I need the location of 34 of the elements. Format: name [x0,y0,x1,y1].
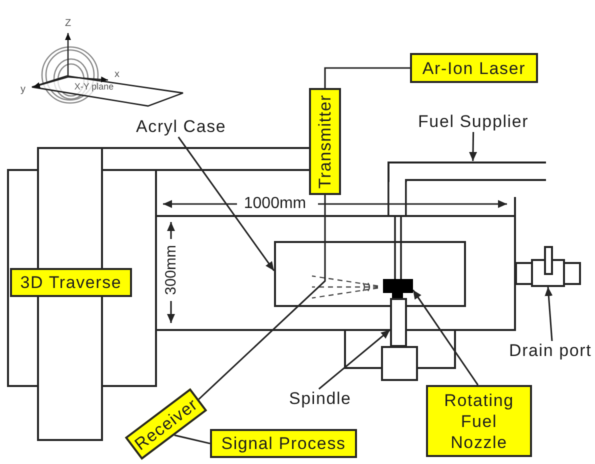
callout-label: Fuel Supplier [418,112,529,132]
axis-label: y [20,85,26,95]
nozzle-head [383,279,413,298]
label-tag [410,53,538,83]
connector-line [174,434,210,444]
dimension-label: 300mm [164,244,178,296]
drain-valve [515,246,581,287]
spindle-shaft [390,298,407,347]
tag-text: Transmitter [314,94,336,189]
tag-text: Signal Process [221,433,346,454]
label-tag [309,88,341,195]
leader-arrow [412,290,479,386]
tag-text: 3D Traverse [20,272,122,293]
plane-label: X-Y plane [74,82,114,92]
fuel-feed-tube [388,181,407,280]
label-tag [10,268,132,297]
axis-label: Z [64,19,72,29]
leader-arrow [318,329,391,390]
leader-arrow [544,286,553,342]
connector-line [324,67,410,88]
tag-text: Rotating Fuel Nozzle [443,390,515,452]
callout-label: Spindle [289,389,352,409]
leader-arrow [178,136,275,272]
axis-label: x [114,70,120,80]
callout-label: Acryl Case [136,117,226,137]
tag-text: Ar-Ion Laser [422,58,526,78]
label-tag [210,429,357,458]
fuel-pipe [387,161,546,182]
callout-label: Drain port [509,341,592,361]
test-section [274,241,466,307]
dimension-label: 1000mm [244,196,306,212]
leader-arrow [469,132,478,162]
laser-beam [198,195,326,400]
label-tag [426,385,532,457]
